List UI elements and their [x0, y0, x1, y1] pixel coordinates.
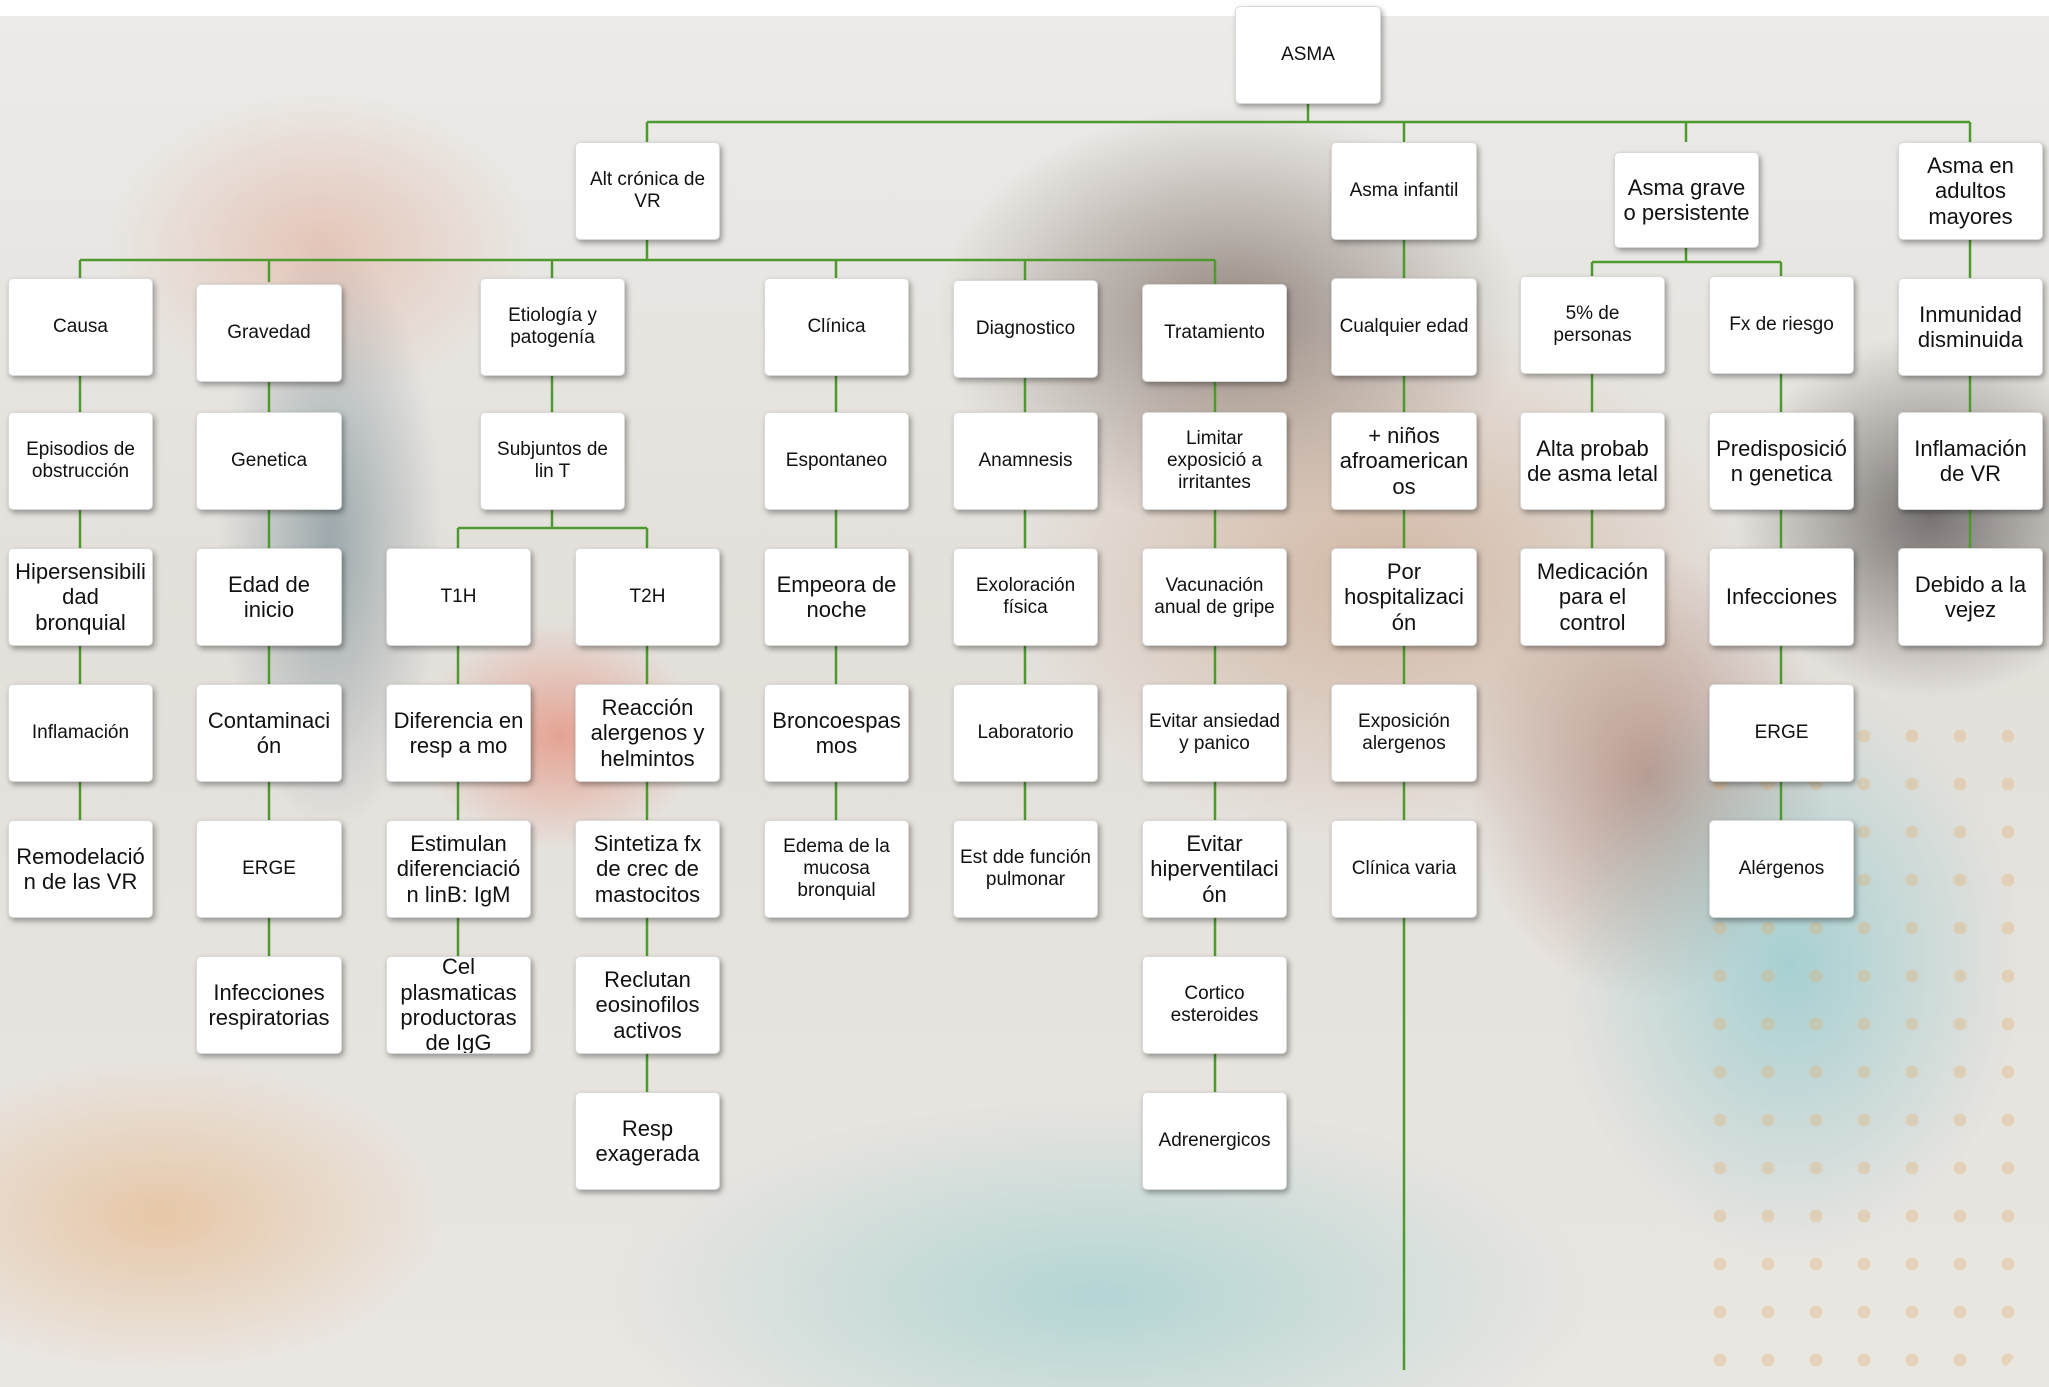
node-diferencia: Diferencia en resp a mo	[386, 684, 531, 782]
node-erge-gravedad: ERGE	[196, 820, 342, 918]
node-t1h: T1H	[386, 548, 531, 646]
node-cortico: Cortico esteroides	[1142, 956, 1287, 1054]
link-grave-children	[1590, 240, 1783, 278]
node-anamnesis: Anamnesis	[953, 412, 1098, 510]
node-empeora: Empeora de noche	[764, 548, 909, 646]
node-fx-riesgo: Fx de riesgo	[1709, 276, 1854, 374]
node-ninos: + niños afroamericanos	[1331, 412, 1477, 510]
node-reclutan: Reclutan eosinofilos activos	[575, 956, 720, 1054]
node-exposicion: Exposición alergenos	[1331, 684, 1477, 782]
node-cualquier-edad: Cualquier edad	[1331, 278, 1477, 376]
node-causa: Causa	[8, 278, 153, 376]
node-estimulan: Estimulan diferenciación linB: IgM	[386, 820, 531, 918]
node-remodelacion: Remodelación de las VR	[8, 820, 153, 918]
node-edema: Edema de la mucosa bronquial	[764, 820, 909, 918]
node-medicacion: Medicación para el control	[1520, 548, 1665, 646]
node-exploracion: Exoloración física	[953, 548, 1098, 646]
link-alt-children	[78, 240, 1217, 284]
node-tratamiento: Tratamiento	[1142, 284, 1287, 382]
node-t2h: T2H	[575, 548, 720, 646]
node-reaccion: Reacción alergenos y helmintos	[575, 684, 720, 782]
link-asma-level1	[645, 104, 1972, 142]
node-clinica-varia: Clínica varia	[1331, 820, 1477, 918]
node-diagnostico: Diagnostico	[953, 280, 1098, 378]
node-inmunidad: Inmunidad disminuida	[1898, 278, 2043, 376]
node-vacunacion: Vacunación anual de gripe	[1142, 548, 1287, 646]
node-asma-mayores: Asma en adultos mayores	[1898, 142, 2043, 240]
node-ansiedad: Evitar ansiedad y panico	[1142, 684, 1287, 782]
node-cinco-porciento: 5% de personas	[1520, 276, 1665, 374]
node-episodios: Episodios de obstrucción	[8, 412, 153, 510]
node-asma-grave: Asma grave o persistente	[1614, 152, 1759, 248]
node-genetica: Genetica	[196, 412, 342, 510]
node-inflamacion-vr: Inflamación de VR	[1898, 412, 2043, 510]
node-contaminacion: Contaminación	[196, 684, 342, 782]
node-predisposicion: Predisposición genetica	[1709, 412, 1854, 510]
node-vejez: Debido a la vejez	[1898, 548, 2043, 646]
node-infecciones: Infecciones	[1709, 548, 1854, 646]
node-cel-plasmaticas: Cel plasmaticas productoras de IgG	[386, 956, 531, 1054]
node-edad-inicio: Edad de inicio	[196, 548, 342, 646]
node-asma: ASMA	[1235, 6, 1381, 104]
node-alt-cronica: Alt crónica de VR	[575, 142, 720, 240]
node-hiperventilacion: Evitar hiperventilación	[1142, 820, 1287, 918]
node-adrenergicos: Adrenergicos	[1142, 1092, 1287, 1190]
node-infecciones-resp: Infecciones respiratorias	[196, 956, 342, 1054]
node-clinica: Clínica	[764, 278, 909, 376]
node-asma-infantil: Asma infantil	[1331, 142, 1477, 240]
node-alergenos: Alérgenos	[1709, 820, 1854, 918]
node-espontaneo: Espontaneo	[764, 412, 909, 510]
node-hospitalizacion: Por hospitalización	[1331, 548, 1477, 646]
node-alta-probab: Alta probab de asma letal	[1520, 412, 1665, 510]
node-laboratorio: Laboratorio	[953, 684, 1098, 782]
node-broncoespasmos: Broncoespasmos	[764, 684, 909, 782]
node-erge-fx: ERGE	[1709, 684, 1854, 782]
node-etiologia: Etiología y patogenía	[480, 278, 625, 376]
node-limitar: Limitar exposició a irritantes	[1142, 412, 1287, 510]
node-inflamacion: Inflamación	[8, 684, 153, 782]
link-etiologia-chain	[456, 376, 649, 548]
node-resp-exagerada: Resp exagerada	[575, 1092, 720, 1190]
node-subjuntos: Subjuntos de lin T	[480, 412, 625, 510]
node-est-funcion: Est dde función pulmonar	[953, 820, 1098, 918]
node-hipersensibilidad: Hipersensibilidad bronquial	[8, 548, 153, 646]
node-gravedad: Gravedad	[196, 284, 342, 382]
node-sintetiza: Sintetiza fx de crec de mastocitos	[575, 820, 720, 918]
